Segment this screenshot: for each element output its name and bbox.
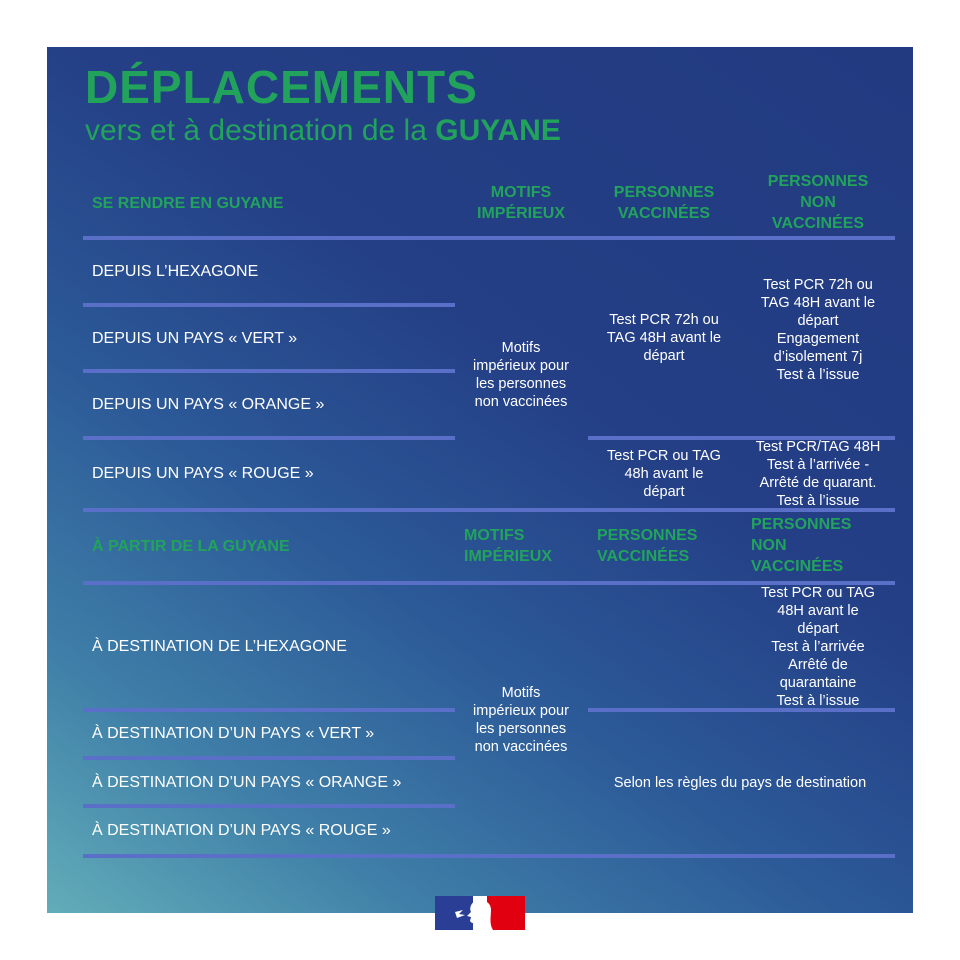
subtitle-region: GUYANE xyxy=(435,114,561,147)
row-label: À DESTINATION D’UN PAYS « VERT » xyxy=(92,725,375,742)
divider xyxy=(588,436,895,440)
divider xyxy=(83,436,455,440)
row-label: DEPUIS UN PAYS « ROUGE » xyxy=(92,465,314,482)
divider xyxy=(83,708,455,712)
divider xyxy=(83,804,455,808)
republique-francaise-logo xyxy=(435,896,525,930)
section1-header: SE RENDRE EN GUYANE xyxy=(92,195,284,212)
divider xyxy=(83,756,455,760)
divider xyxy=(588,708,895,712)
divider xyxy=(83,581,895,585)
divider xyxy=(83,369,455,373)
row-label: DEPUIS L’HEXAGONE xyxy=(92,263,259,280)
page-subtitle: vers et à destination de la GUYANE xyxy=(85,114,561,148)
row-label: À DESTINATION D’UN PAYS « ORANGE » xyxy=(92,774,402,791)
divider xyxy=(83,236,895,240)
divider xyxy=(83,854,895,858)
page-title: DÉPLACEMENTS xyxy=(85,61,478,113)
row-label: À DESTINATION D’UN PAYS « ROUGE » xyxy=(92,822,391,839)
row-label: À DESTINATION DE L’HEXAGONE xyxy=(92,638,347,655)
row-label: DEPUIS UN PAYS « VERT » xyxy=(92,330,298,347)
subtitle-text: vers et à destination de la xyxy=(85,114,427,147)
row-label: DEPUIS UN PAYS « ORANGE » xyxy=(92,396,325,413)
infographic-panel xyxy=(47,47,913,913)
divider xyxy=(83,303,455,307)
section2-header: À PARTIR DE LA GUYANE xyxy=(92,538,290,555)
other-countries-cell: Selon les règles du pays de destination xyxy=(613,775,867,791)
divider xyxy=(83,508,895,512)
marianne-flag-icon xyxy=(435,896,525,930)
